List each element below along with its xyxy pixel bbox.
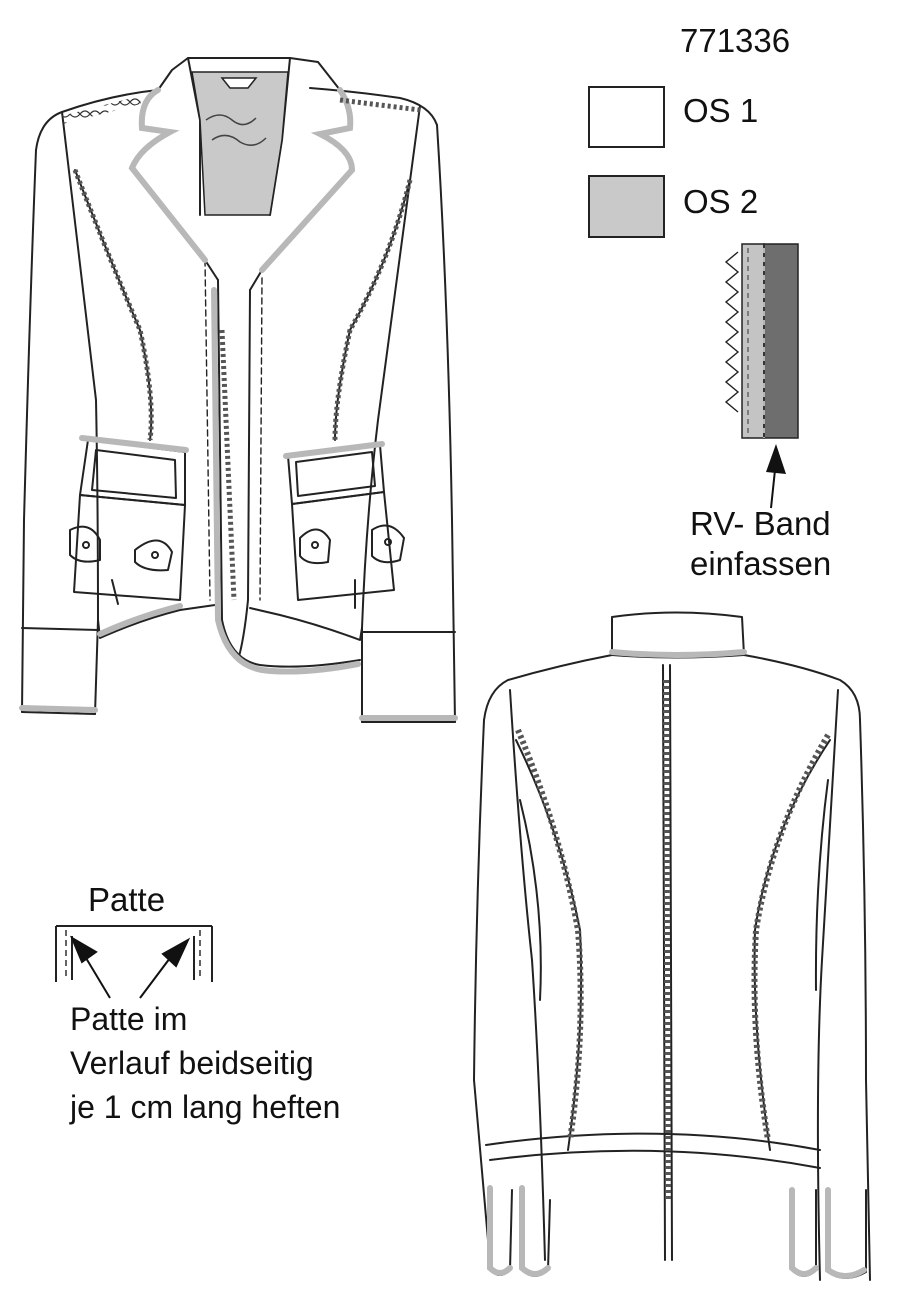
back-binding	[487, 649, 867, 1279]
flap-arrow-right	[139, 957, 171, 999]
back-ruffle-trim	[515, 679, 831, 1201]
style-number: 771336	[680, 22, 791, 59]
zipper-note-line2: einfassen	[690, 545, 832, 582]
front-ruffle-trim	[61, 96, 421, 601]
flap-arrow-left	[85, 957, 111, 999]
zipper-note: RV- Band einfassen	[690, 504, 831, 584]
flap-note-line3: je 1 cm lang heften	[70, 1089, 341, 1125]
front-collar-lining	[191, 71, 289, 216]
flap-note-line2: Verlauf beidseitig	[70, 1045, 314, 1081]
legend-swatch-os1	[588, 86, 665, 148]
zipper-note-line1: RV- Band	[690, 505, 831, 542]
flap-title: Patte	[88, 881, 166, 918]
zipper-arrow	[770, 469, 776, 509]
legend-label-os2: OS 2	[683, 183, 759, 220]
legend-swatch-os2	[588, 175, 665, 238]
collar-label	[220, 77, 258, 89]
collar-embroidery	[205, 114, 267, 146]
flap-detail	[55, 925, 213, 999]
back-jacket-drawing	[473, 611, 871, 1281]
flap-note: Patte im Verlauf beidseitig je 1 cm lang…	[70, 997, 340, 1129]
legend-label-os1: OS 1	[683, 92, 759, 129]
zipper-detail	[724, 243, 799, 509]
flap-note-line1: Patte im	[70, 1001, 188, 1037]
